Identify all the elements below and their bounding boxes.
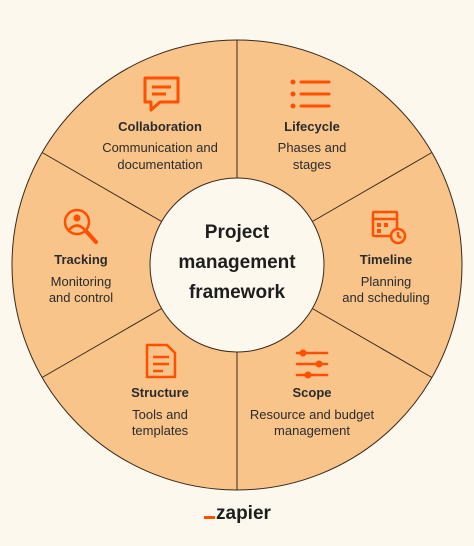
segment-desc-line-1: Resource and budget <box>250 407 375 422</box>
logo-underscore <box>204 516 215 519</box>
sliders-icon <box>295 349 329 379</box>
center-title-line-1: Project <box>205 222 270 243</box>
segment-collaboration: Collaboration Communication and document… <box>102 76 218 172</box>
divider-upper-right <box>310 152 433 223</box>
segment-desc-line-1: Communication and <box>102 140 218 155</box>
calendar-clock-icon <box>371 210 407 245</box>
segment-title: Timeline <box>360 252 413 267</box>
zapier-logo: zapier <box>204 503 272 524</box>
segment-desc-line-2: management <box>274 423 350 438</box>
segment-scope: Scope Resource and budget management <box>250 349 375 438</box>
segment-dividers <box>41 40 433 490</box>
divider-lower-left <box>41 307 164 378</box>
segment-desc-line-1: Tools and <box>132 407 188 422</box>
center-hub <box>149 177 325 353</box>
segment-timeline: Timeline Planning and scheduling <box>342 210 430 305</box>
segment-desc-line-2: documentation <box>117 157 202 172</box>
list-icon <box>290 79 331 109</box>
segment-structure: Structure Tools and templates <box>131 343 189 438</box>
segment-title: Collaboration <box>118 119 202 134</box>
segment-desc-line-1: Planning <box>361 274 412 289</box>
center-title-line-2: management <box>178 252 296 273</box>
center-title-line-3: framework <box>189 282 286 303</box>
divider-upper-left <box>41 152 164 223</box>
magnify-person-icon <box>63 208 98 244</box>
segment-desc-line-1: Phases and <box>278 140 347 155</box>
segment-desc-line-2: and control <box>49 290 113 305</box>
segment-title: Structure <box>131 385 189 400</box>
logo-text: zapier <box>216 503 272 524</box>
segment-desc-line-1: Monitoring <box>51 274 112 289</box>
segment-tracking: Tracking Monitoring and control <box>49 208 113 305</box>
segment-desc-line-2: and scheduling <box>342 290 429 305</box>
document-icon <box>145 343 177 379</box>
segment-title: Lifecycle <box>284 119 340 134</box>
segment-title: Scope <box>292 385 331 400</box>
segment-title: Tracking <box>54 252 108 267</box>
segment-desc-line-2: templates <box>132 423 189 438</box>
chat-document-icon <box>143 76 180 112</box>
divider-lower-right <box>310 307 433 378</box>
segment-lifecycle: Lifecycle Phases and stages <box>278 79 347 172</box>
segment-desc-line-2: stages <box>293 157 332 172</box>
